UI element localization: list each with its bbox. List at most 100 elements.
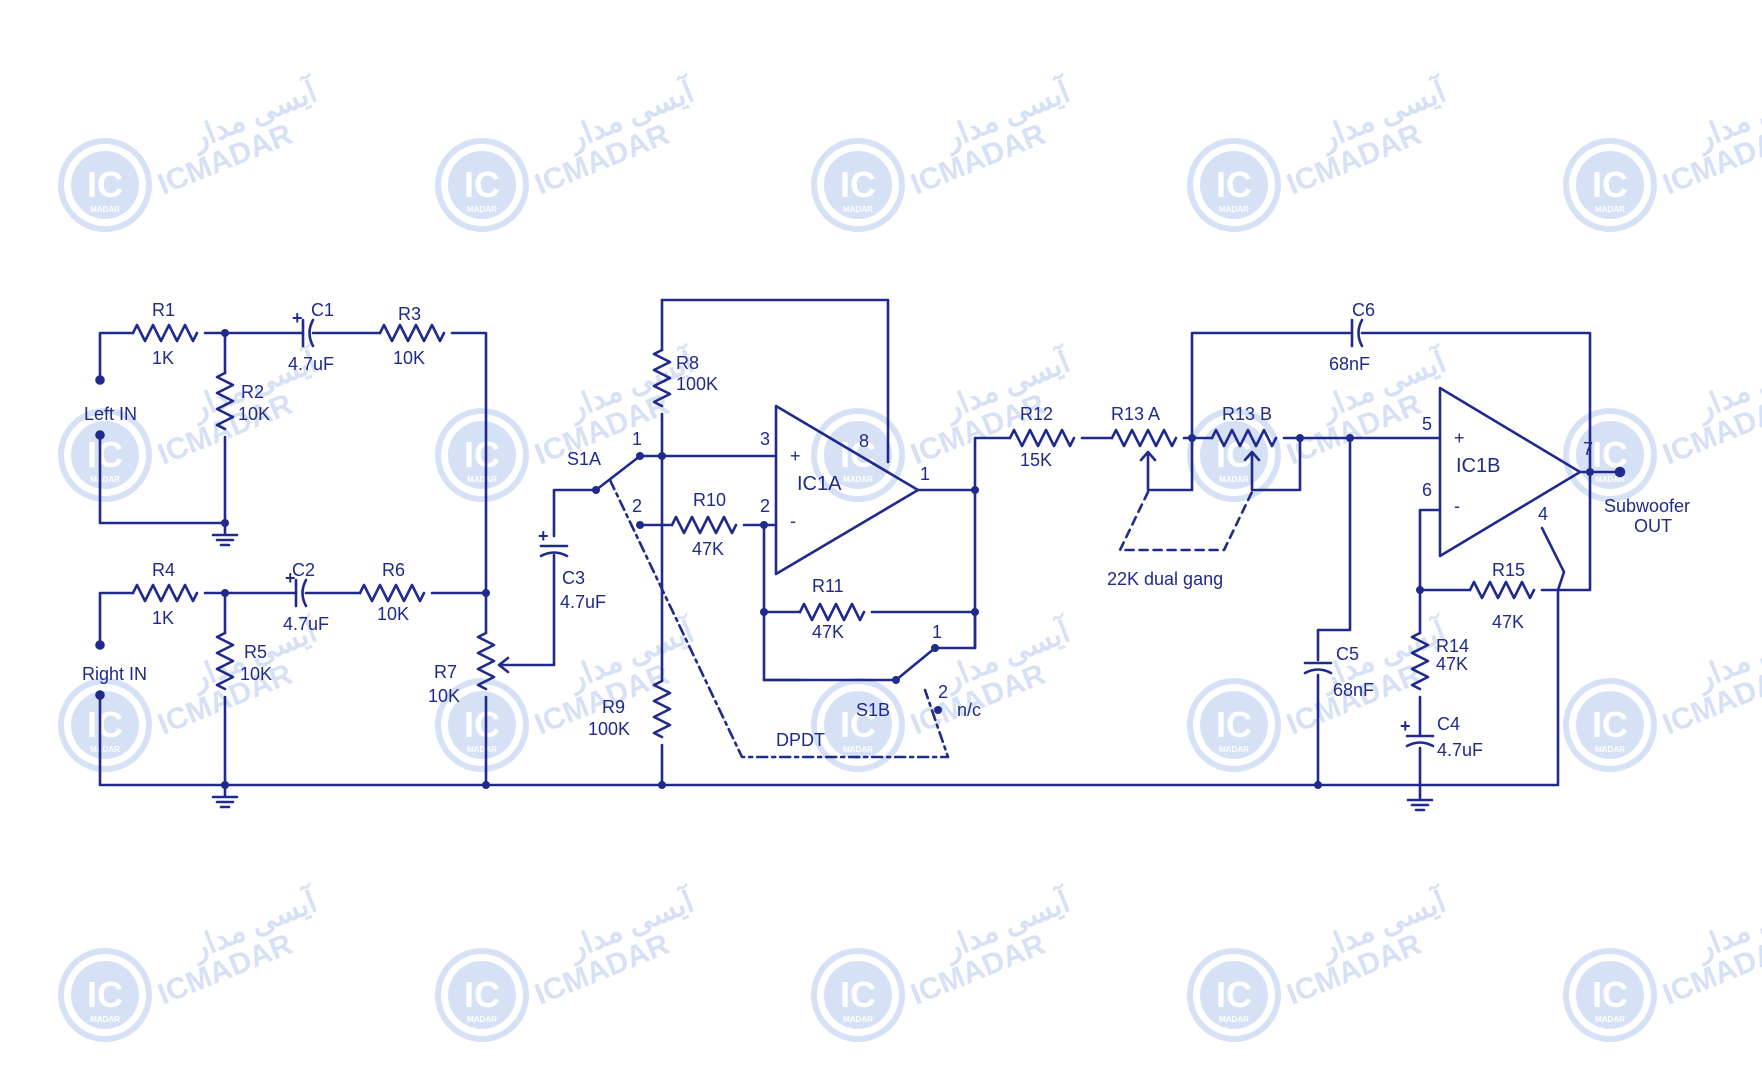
- watermark-badge-sub: MADAR: [1219, 1015, 1249, 1024]
- value-r1: 1K: [152, 348, 174, 368]
- watermark-badge-sub: MADAR: [1595, 745, 1625, 754]
- label-r8: R8: [676, 353, 699, 373]
- resistor-r8: [652, 348, 672, 408]
- wire-right-ret: [98, 588, 1560, 787]
- c2-plus-mark: +: [285, 568, 296, 588]
- wire-ic1b-gnd: [1540, 526, 1566, 592]
- wire-s1a-c3: [552, 488, 598, 538]
- watermark-badge-text: IC: [1592, 704, 1628, 745]
- gang-link: [1118, 490, 1254, 552]
- s1b-nc: n/c: [957, 700, 981, 720]
- label-r3: R3: [398, 304, 421, 324]
- switch-s1a-arm: [594, 454, 642, 492]
- potentiometer-r7: [476, 631, 496, 691]
- ic1b-pin6: 6: [1422, 480, 1432, 500]
- watermark-badge-sub: MADAR: [1219, 745, 1249, 754]
- ic1b-pin7: 7: [1583, 439, 1593, 459]
- watermark-badge-text: IC: [1592, 974, 1628, 1015]
- terminal-right-in-2: [95, 690, 105, 700]
- resistor-r6: [358, 583, 426, 603]
- wire-ic1a-r12: [973, 436, 1012, 492]
- ic1a-pin8: 8: [859, 431, 869, 451]
- s1a-pos1: 1: [632, 429, 642, 449]
- watermark-badge-sub: MADAR: [467, 1015, 497, 1024]
- watermark-badge-text: IC: [87, 704, 123, 745]
- resistor-r1: [131, 323, 199, 343]
- label-r12: R12: [1020, 404, 1053, 424]
- watermark-badge-sub: MADAR: [90, 475, 120, 484]
- label-c2: C2: [292, 560, 315, 580]
- watermark-badge-sub: MADAR: [1219, 205, 1249, 214]
- dpdt-link: [608, 478, 950, 759]
- ground-left-top: [211, 521, 239, 547]
- terminal-output: [1614, 466, 1626, 478]
- capacitor-c4: [1405, 734, 1435, 748]
- watermark-badge-sub: MADAR: [467, 475, 497, 484]
- watermark-badge-text: IC: [840, 974, 876, 1015]
- wire-left-ret: [98, 433, 227, 525]
- capacitor-c2: [294, 578, 308, 608]
- c1-plus-mark: +: [292, 308, 303, 328]
- resistor-r14: [1410, 631, 1430, 691]
- value-r15: 47K: [1492, 612, 1524, 632]
- value-r7: 10K: [428, 686, 460, 706]
- watermark-badge-sub: MADAR: [843, 475, 873, 484]
- opamp-ic1b: [1438, 386, 1582, 558]
- watermark-badge-sub: MADAR: [1595, 475, 1625, 484]
- value-c1: 4.7uF: [288, 354, 334, 374]
- resistor-r12: [1008, 428, 1076, 448]
- value-r14: 47K: [1436, 654, 1468, 674]
- watermark-badge-sub: MADAR: [1219, 475, 1249, 484]
- wire-left-top: [98, 331, 135, 382]
- ic1a-plus: +: [790, 446, 801, 466]
- value-c6: 68nF: [1329, 354, 1370, 374]
- watermark-badge-text: IC: [840, 704, 876, 745]
- right-in-label: Right IN: [82, 664, 147, 684]
- resistor-r9: [652, 679, 672, 739]
- resistor-r2: [215, 371, 235, 431]
- label-ic1a: IC1A: [797, 473, 842, 495]
- ic1b-minus: -: [1454, 496, 1460, 516]
- capacitor-c6: [1350, 318, 1364, 348]
- label-c4: C4: [1437, 714, 1460, 734]
- ground-bottom-left: [211, 783, 239, 809]
- wire-ic1b-minus: [1418, 508, 1442, 592]
- watermark-badge-sub: MADAR: [90, 745, 120, 754]
- left-in-label: Left IN: [84, 404, 137, 424]
- label-s1a: S1A: [567, 449, 601, 469]
- label-r15: R15: [1492, 560, 1525, 580]
- watermark-badge-text: IC: [87, 974, 123, 1015]
- watermark-badge-text: IC: [464, 704, 500, 745]
- wire-supply-top: [660, 298, 890, 464]
- resistor-r4: [131, 583, 199, 603]
- watermark-badge-text: IC: [87, 434, 123, 475]
- wiper-r7: [497, 553, 556, 674]
- capacitor-c1: [301, 318, 315, 348]
- wire-c6-right: [1360, 331, 1592, 474]
- s1a-pos2: 2: [632, 496, 642, 516]
- watermark-badge-sub: MADAR: [843, 1015, 873, 1024]
- wiper-r13a: [1139, 436, 1194, 492]
- label-r10: R10: [693, 490, 726, 510]
- terminal-left-in-2: [95, 430, 105, 440]
- ic1b-plus: +: [1454, 428, 1465, 448]
- label-r11: R11: [812, 576, 844, 596]
- label-c1: C1: [311, 300, 334, 320]
- watermark-badge-text: IC: [464, 434, 500, 475]
- watermark-badge-sub: MADAR: [1595, 205, 1625, 214]
- label-r7: R7: [434, 662, 457, 682]
- c3-plus-mark: +: [538, 526, 549, 546]
- terminal-left-in-1: [95, 375, 105, 385]
- label-c5: C5: [1336, 644, 1359, 664]
- value-r2: 10K: [238, 404, 270, 424]
- value-r12: 15K: [1020, 450, 1052, 470]
